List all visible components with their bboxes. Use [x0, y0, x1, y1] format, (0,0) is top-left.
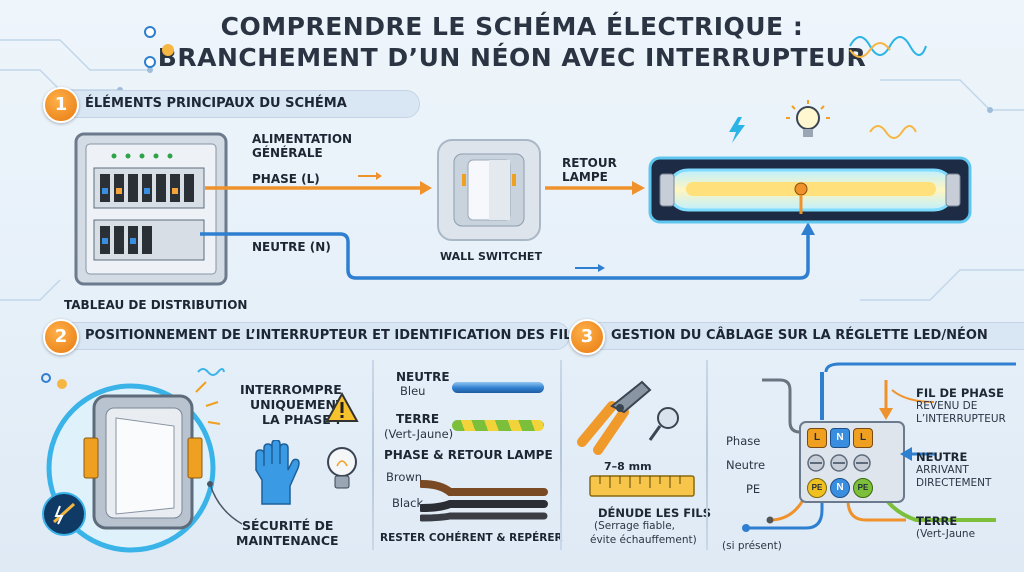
section1-wiring	[200, 172, 815, 280]
safety-glove-icon	[255, 440, 300, 505]
interrompre-line2: UNIQUEMENT	[250, 397, 345, 412]
legend-black: Black	[392, 496, 424, 510]
fil-phase-line1: FIL DE PHASE	[916, 386, 1004, 400]
terminal-pe2: PE	[853, 478, 873, 498]
legend-neutre-label: NEUTRE	[396, 370, 450, 384]
neutral-wire	[200, 232, 810, 280]
wave-accent-icon	[869, 125, 917, 139]
page-title-line2: BRANCHEMENT D’UN NÉON AVEC INTERRUPTEUR	[157, 43, 867, 72]
plus-minus-icon-left	[41, 373, 67, 389]
securite-line2: MAINTENANCE	[236, 533, 339, 548]
row-neutre-label: Neutre	[726, 458, 766, 472]
section2-separator	[372, 360, 374, 550]
legend-terre-color: (Vert-Jaune)	[384, 427, 454, 441]
alimentation-label-2: GÉNÉRALE	[252, 146, 323, 160]
tableau-label: TABLEAU DE DISTRIBUTION	[64, 298, 248, 312]
plus-minus-dots-icon	[144, 26, 174, 68]
distribution-board-icon	[74, 132, 228, 286]
terminal-pe1: PE	[807, 478, 827, 498]
denude-line2: (Serrage fiable,	[594, 520, 675, 532]
legend-phase-retour: PHASE & RETOUR LAMPE	[384, 448, 553, 462]
row-pe-label: PE	[746, 482, 761, 496]
bulb-outline-icon	[327, 447, 357, 489]
neon-tube-icon	[648, 156, 972, 224]
terminal-n2: N	[830, 478, 850, 498]
earth-wire-sample	[452, 420, 544, 431]
section2-number: 2	[43, 319, 79, 355]
strip-length-label: 7–8 mm	[604, 460, 652, 473]
section3-heading-text: GESTION DU CÂBLAGE SUR LA RÉGLETTE LED/N…	[611, 328, 988, 343]
section1-heading: 1 ÉLÉMENTS PRINCIPAUX DU SCHÉMA	[43, 87, 420, 123]
legend-rester: RESTER COHÉRENT & REPÉRER	[380, 532, 563, 544]
interrompre-line1: INTERROMPRE	[240, 382, 342, 397]
interrompre-line3: LA PHASE !	[262, 412, 341, 427]
neutre-label: NEUTRE (N)	[252, 240, 331, 254]
phase-label: PHASE (L)	[252, 172, 320, 186]
section2-heading: 2 POSITIONNEMENT DE L’INTERRUPTEUR ET ID…	[43, 319, 581, 355]
section3-number: 3	[569, 319, 605, 355]
phase-wires-sample	[420, 480, 548, 522]
page-title-line1: COMPRENDRE LE SCHÉMA ÉLECTRIQUE :	[220, 12, 804, 41]
screwdriver-icon	[648, 407, 679, 441]
terminal-l1: L	[807, 428, 827, 448]
section3-separator	[706, 360, 708, 550]
denude-line1: DÉNUDE LES FILS	[598, 506, 711, 520]
wall-switch-icon[interactable]	[434, 136, 544, 244]
rocker-switch-icon	[46, 381, 221, 553]
warning-icon	[325, 392, 359, 422]
small-wave-icon	[197, 368, 225, 376]
switch-label: WALL SWITCHET	[440, 250, 542, 263]
section3-heading: 3 GESTION DU CÂBLAGE SUR LA RÉGLETTE LED…	[569, 319, 1024, 355]
retour-label-2: LAMPE	[562, 170, 608, 184]
pointer-lines	[207, 481, 243, 525]
fil-phase-line2: REVENU DE	[916, 400, 978, 412]
no-power-icon	[42, 492, 86, 536]
legend-terre-label: TERRE	[396, 412, 440, 426]
legend-brown: Brown	[386, 470, 423, 484]
row-phase-label: Phase	[726, 434, 761, 448]
section1-number: 1	[43, 87, 79, 123]
denude-line3: évite échauffement)	[590, 534, 697, 546]
terminal-screws-middle	[807, 454, 871, 472]
lightning-icon	[729, 117, 745, 143]
securite-line1: SÉCURITÉ DE	[242, 518, 334, 533]
fil-phase-line3: L’INTERRUPTEUR	[916, 413, 1006, 425]
terre-line2: (Vert-Jaune	[916, 528, 976, 540]
wire-stripper-icon	[577, 380, 652, 455]
legend-neutre-color: Bleu	[400, 384, 426, 398]
alimentation-label-1: ALIMENTATION	[252, 132, 353, 146]
neutre-arrivant-line1: NEUTRE	[916, 450, 968, 464]
terminal-l2: L	[853, 428, 873, 448]
section2-heading-text: POSITIONNEMENT DE L’INTERRUPTEUR ET IDEN…	[85, 328, 581, 343]
section2-separator-right	[560, 360, 562, 550]
retour-label-1: RETOUR	[562, 156, 617, 170]
si-present-label: (si présent)	[722, 540, 782, 552]
lightbulb-icon	[786, 100, 830, 137]
ruler-icon	[589, 475, 695, 497]
neutre-arrivant-line2: ARRIVANT	[916, 464, 969, 476]
section1-heading-text: ÉLÉMENTS PRINCIPAUX DU SCHÉMA	[85, 96, 347, 111]
neutral-wire-sample	[452, 382, 544, 393]
neutre-arrivant-line3: DIRECTEMENT	[916, 477, 992, 489]
terminal-n1: N	[830, 428, 850, 448]
terre-line1: TERRE	[916, 514, 958, 528]
sine-wave-icon	[849, 36, 927, 58]
